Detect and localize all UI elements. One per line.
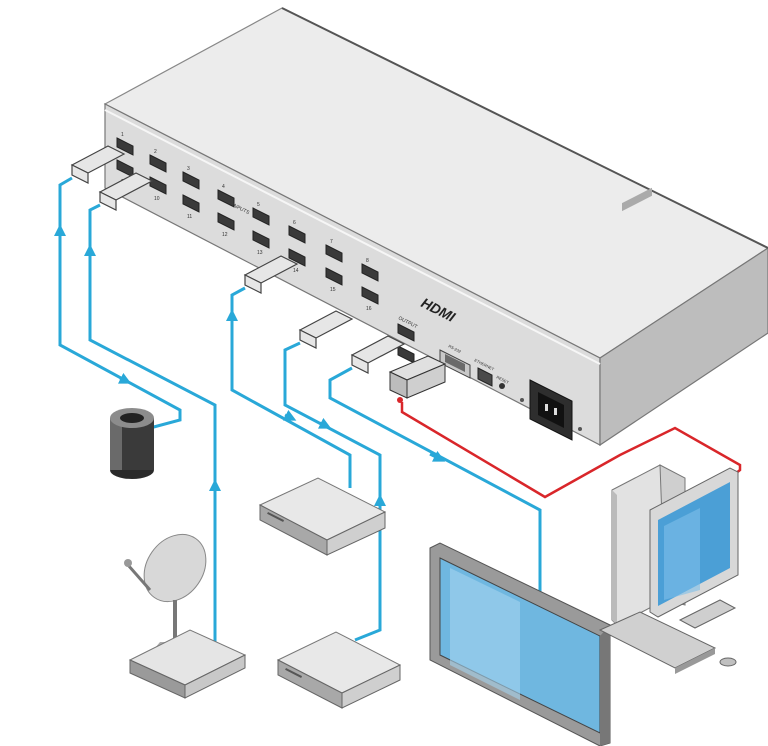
rs232-cable <box>400 402 742 499</box>
satellite-dish-icon <box>124 533 207 648</box>
rs232-port: RS-232 <box>439 343 471 379</box>
port-number: 1 <box>121 132 124 138</box>
hdmi-input-ports-bottom <box>116 159 379 305</box>
port-number: 7 <box>330 239 333 245</box>
rs232-connector <box>388 355 447 403</box>
port-number: 2 <box>154 149 157 155</box>
dvd-player-icon <box>276 631 402 709</box>
port-number: 10 <box>154 196 160 202</box>
port-number: 11 <box>187 214 192 220</box>
camera-icon <box>110 408 154 479</box>
port-number: 4 <box>222 184 225 190</box>
port-number: 14 <box>293 268 299 274</box>
port-number: 5 <box>257 202 260 208</box>
port-number: 12 <box>222 232 228 238</box>
hdmi-connectors <box>70 145 406 374</box>
hdmi-input-ports-top <box>116 137 379 282</box>
display-icon <box>429 542 611 746</box>
power-socket <box>520 379 582 441</box>
port-number: 6 <box>293 220 296 226</box>
matrix-switcher: 1 2 3 4 5 6 7 8 9 10 11 12 13 14 15 16 I… <box>103 7 768 447</box>
rs232-label: RS-232 <box>448 343 463 354</box>
port-number: 15 <box>330 287 336 293</box>
computer-icon <box>598 187 739 674</box>
hdmi-output-ports <box>397 323 415 364</box>
port-number: 8 <box>366 258 369 264</box>
reset-button: RESET <box>496 374 511 389</box>
port-number: 16 <box>366 306 372 312</box>
port-number: 3 <box>187 166 190 172</box>
hdmi-cables <box>54 176 542 648</box>
port-number: 13 <box>257 250 263 256</box>
satellite-receiver-icon <box>128 629 247 699</box>
dvd-player-icon <box>258 477 387 556</box>
reset-label: RESET <box>496 374 511 385</box>
